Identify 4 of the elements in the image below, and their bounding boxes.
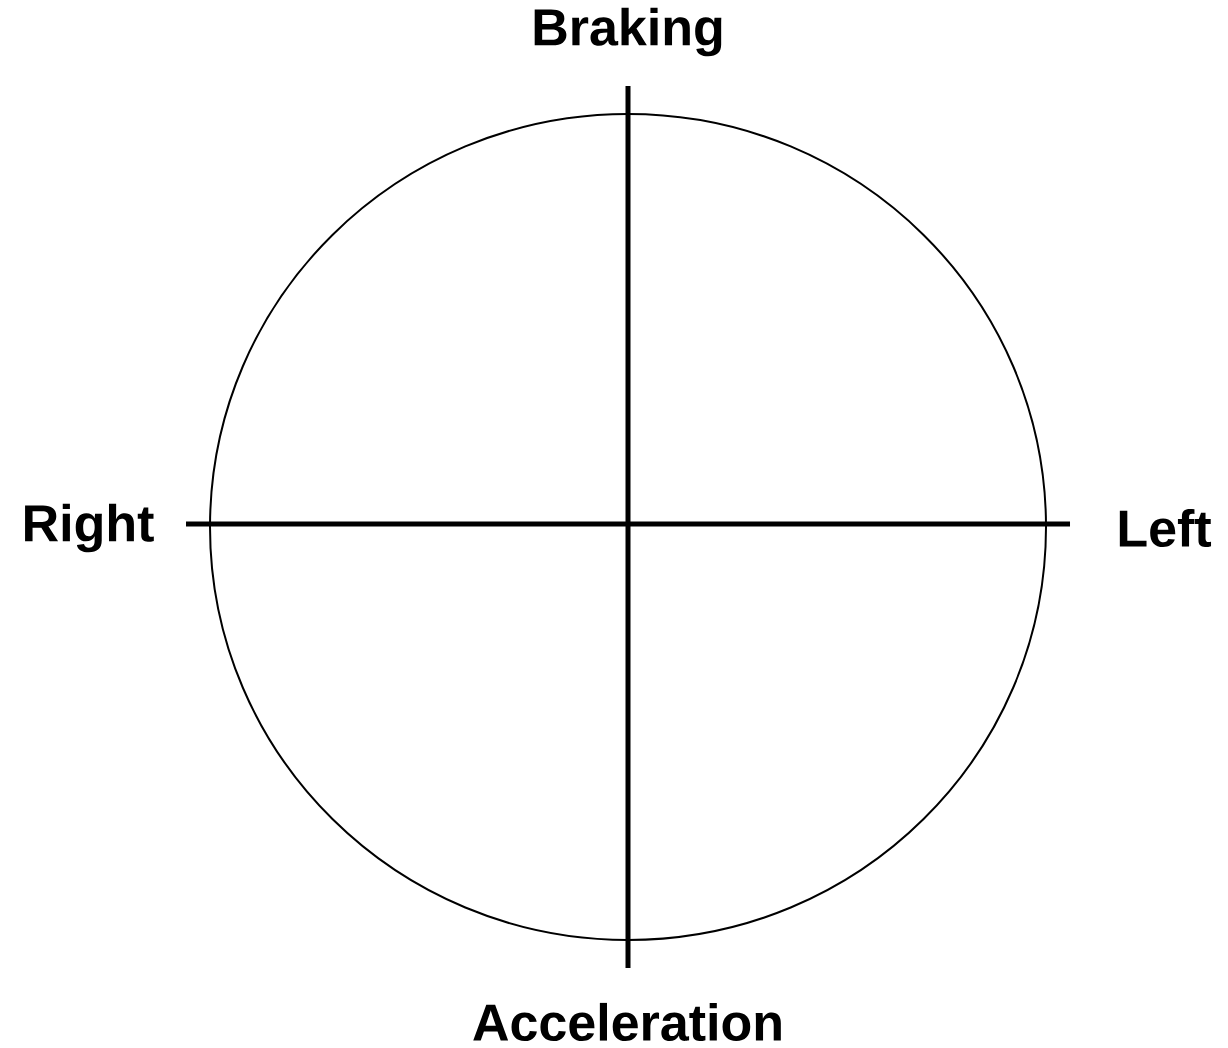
- axis-label: Left: [1119, 508, 1212, 548]
- axis-label: Acceleration: [473, 1002, 781, 1042]
- axis-label: Right: [25, 503, 154, 553]
- axis-label: Braking: [534, 7, 722, 57]
